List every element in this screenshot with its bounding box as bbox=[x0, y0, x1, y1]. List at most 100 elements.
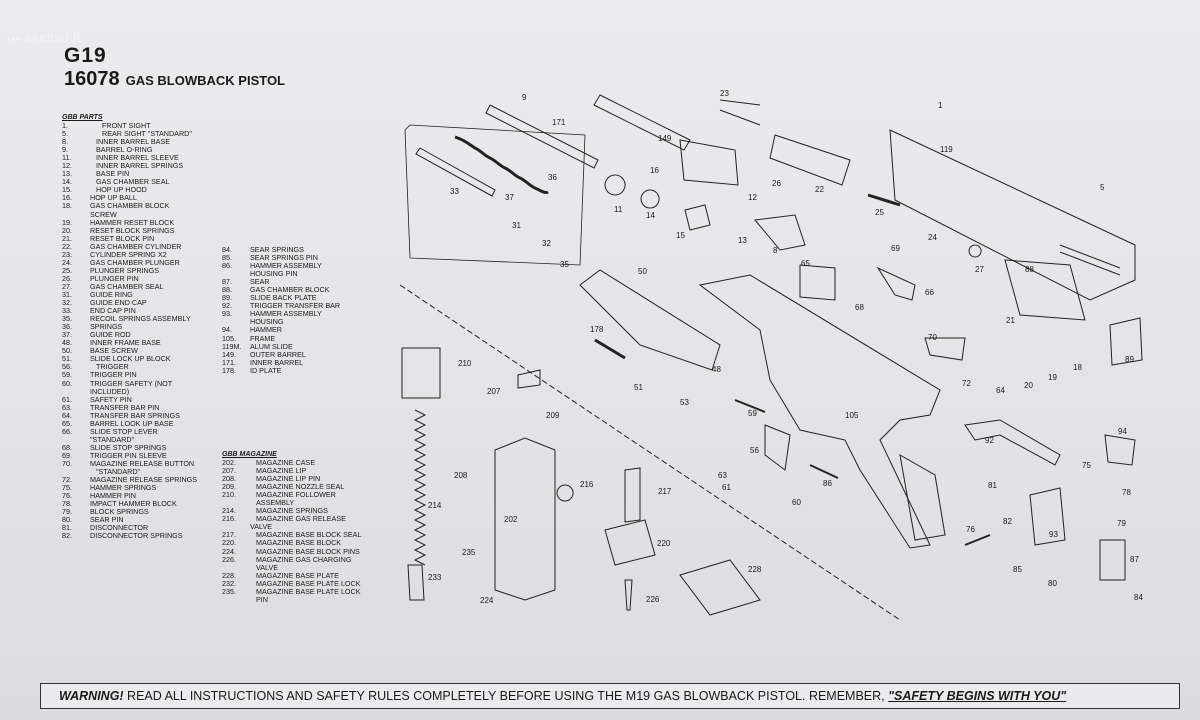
part-callout-202: 202 bbox=[504, 515, 518, 524]
part-callout-70: 70 bbox=[928, 333, 937, 342]
part-number: 232. bbox=[222, 578, 236, 588]
part-callout-25: 25 bbox=[875, 208, 884, 217]
part-callout-85: 85 bbox=[1013, 565, 1022, 574]
part-number: 207. bbox=[222, 466, 236, 476]
part-number: 8. bbox=[62, 137, 68, 147]
part-callout-48: 48 bbox=[712, 365, 721, 374]
part-name: VALVE bbox=[256, 562, 279, 572]
part-number: 178. bbox=[222, 365, 236, 375]
part-name: GUIDE ROD bbox=[90, 330, 131, 340]
part-name: RESET BLOCK PIN bbox=[90, 233, 155, 243]
parts-list-row: 207. MAGAZINE LIP bbox=[222, 466, 361, 476]
part-number: 202. bbox=[222, 458, 236, 467]
part-callout-210: 210 bbox=[458, 359, 472, 368]
part-callout-5: 5 bbox=[1100, 183, 1105, 192]
part-callout-51: 51 bbox=[634, 383, 643, 392]
part-name: SLIDE BACK PLATE bbox=[250, 293, 317, 303]
part-callout-214: 214 bbox=[428, 501, 442, 510]
part-name: INCLUDED) bbox=[90, 386, 130, 396]
parts-list-row: 94.HAMMER bbox=[222, 326, 340, 334]
part-name: SLIDE LOCK UP BLOCK bbox=[90, 354, 171, 364]
part-number: 119M. bbox=[222, 341, 242, 351]
parts-list-row: 214.MAGAZINE SPRINGS bbox=[222, 507, 361, 515]
part-number: 51. bbox=[62, 354, 72, 364]
hammer-pin-part bbox=[964, 534, 991, 546]
part-number: 84. bbox=[222, 245, 232, 254]
part-callout-119: 119 bbox=[940, 145, 953, 154]
parts-list-row: 65.BARREL LOOK UP BASE bbox=[62, 419, 197, 428]
hop-up-hood-part bbox=[684, 204, 711, 231]
inner-barrel-part bbox=[485, 104, 599, 169]
part-callout-66: 66 bbox=[925, 288, 934, 297]
part-callout-15: 15 bbox=[676, 231, 685, 240]
part-name: MAGAZINE SPRINGS bbox=[256, 506, 328, 516]
part-callout-64: 64 bbox=[996, 386, 1005, 395]
part-name: MAGAZINE GAS RELEASE bbox=[256, 514, 346, 524]
part-number: 22. bbox=[62, 241, 72, 251]
part-name: CYLINDER SPRING X2 bbox=[90, 249, 167, 259]
parts-list-row: 119M.ALUM SLIDE bbox=[222, 341, 340, 351]
recoil-assembly-bracket bbox=[404, 124, 586, 266]
parts-list-row: SCREW bbox=[62, 209, 197, 219]
part-callout-217: 217 bbox=[658, 487, 672, 496]
part-number: 13. bbox=[62, 169, 72, 179]
watermark-logo-icon bbox=[6, 30, 21, 45]
part-callout-209: 209 bbox=[546, 411, 560, 420]
part-callout-63: 63 bbox=[718, 471, 727, 480]
parts-list-row: PIN bbox=[222, 595, 361, 604]
part-callout-53: 53 bbox=[680, 398, 689, 407]
part-number: 64. bbox=[62, 410, 72, 420]
sear-part bbox=[1099, 539, 1126, 581]
parts-list-row: 64. TRANSFER BAR SPRINGS bbox=[62, 410, 197, 420]
part-callout-75: 75 bbox=[1082, 461, 1091, 470]
part-callout-32: 32 bbox=[542, 239, 551, 248]
part-number: 86. bbox=[222, 261, 232, 271]
parts-list-row: HOUSING PIN bbox=[222, 270, 340, 278]
part-number: 1. bbox=[62, 121, 68, 130]
part-number: 80. bbox=[62, 515, 72, 525]
callout-labels: 1589111213141516181920212223242526273132… bbox=[428, 89, 1143, 605]
part-name: SEAR PIN bbox=[90, 515, 124, 525]
parts-list-row: VALVE bbox=[222, 562, 361, 572]
part-name: HOP UP BALL bbox=[90, 193, 137, 203]
parts-list-row: 68.SLIDE STOP SPRINGS bbox=[62, 443, 197, 452]
part-name: TRIGGER bbox=[96, 362, 129, 372]
slide-serration bbox=[1059, 244, 1121, 269]
part-callout-21: 21 bbox=[1006, 316, 1015, 325]
part-number: 75. bbox=[62, 483, 72, 493]
part-number: 85. bbox=[222, 253, 232, 263]
part-number: 208. bbox=[222, 474, 236, 484]
part-name: MAGAZINE LIP bbox=[256, 466, 307, 476]
part-name: SEAR SPRINGS PIN bbox=[250, 253, 318, 263]
magazine-case-part bbox=[494, 437, 556, 601]
part-number: 60. bbox=[62, 378, 72, 388]
part-callout-26: 26 bbox=[772, 179, 781, 188]
parts-list-row: 12.INNER BARREL SPRINGS bbox=[62, 162, 197, 170]
part-number: 33. bbox=[62, 306, 72, 316]
magazine-release-button-part bbox=[924, 337, 966, 361]
part-callout-149: 149 bbox=[658, 134, 672, 143]
barrel-lockup-base-part bbox=[799, 264, 836, 301]
part-number: 19. bbox=[62, 217, 72, 227]
part-callout-207: 207 bbox=[487, 387, 501, 396]
part-name: MAGAZINE CASE bbox=[256, 458, 316, 467]
part-name: ASSEMBLY bbox=[256, 498, 295, 508]
id-plate-part bbox=[594, 338, 626, 360]
part-name: SCREW bbox=[90, 209, 117, 219]
parts-list-row: 5.REAR SIGHT "STANDARD" bbox=[62, 129, 197, 139]
part-number: 89. bbox=[222, 293, 232, 303]
parts-list-row: 72.MAGAZINE RELEASE SPRINGS bbox=[62, 476, 197, 484]
part-number: 21. bbox=[62, 233, 72, 243]
part-callout-228: 228 bbox=[748, 565, 762, 574]
part-name: PLUNGER PIN bbox=[90, 273, 139, 283]
parts-list-row: 11.INNER BARREL SLEEVE bbox=[62, 154, 197, 162]
parts-list-row: 210.MAGAZINE FOLLOWER bbox=[222, 491, 361, 499]
part-number: 5. bbox=[62, 129, 68, 139]
parts-list-row: 60.TRIGGER SAFETY (NOT bbox=[62, 378, 197, 388]
part-name: TRIGGER TRANSFER BAR bbox=[250, 301, 341, 311]
part-name: INNER BARREL BASE bbox=[96, 137, 171, 147]
part-name: "STANDARD" bbox=[90, 434, 135, 444]
part-name: TRANSFER BAR SPRINGS bbox=[90, 410, 180, 420]
part-callout-22: 22 bbox=[815, 185, 824, 194]
part-number: 48. bbox=[62, 338, 72, 348]
